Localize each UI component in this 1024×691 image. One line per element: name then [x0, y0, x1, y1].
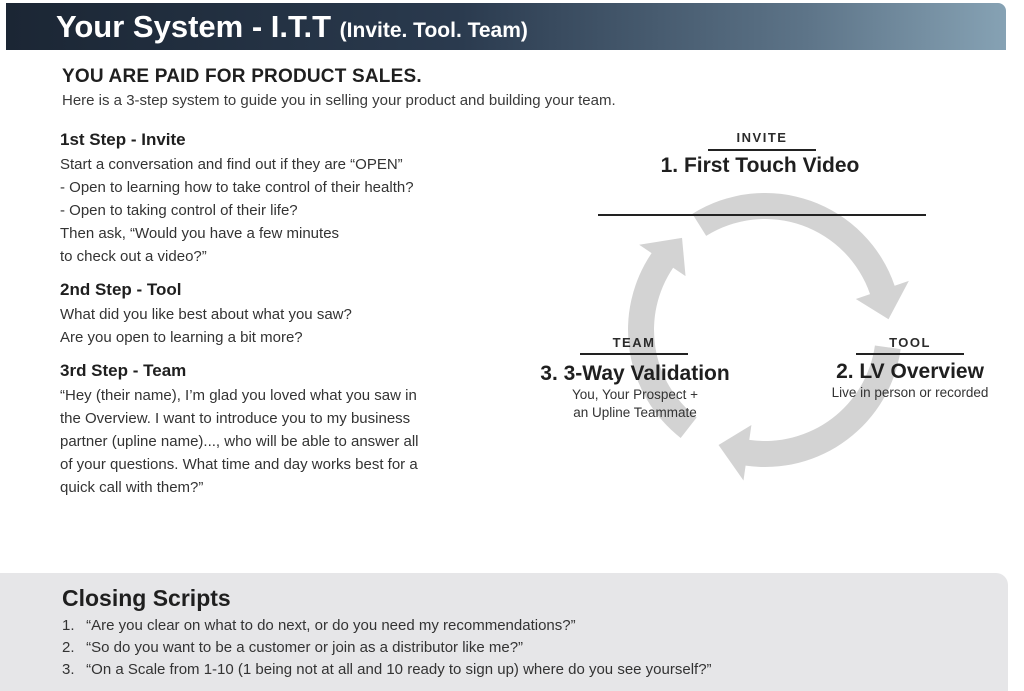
arrow-tool-to-team-icon: [718, 345, 901, 481]
team-tag: TEAM: [612, 335, 656, 350]
step-line: quick call with them?”: [60, 479, 204, 496]
intro-text: Here is a 3-step system to guide you in …: [62, 92, 616, 109]
step-title: 1st Step - Invite: [60, 130, 186, 149]
tool-note: Live in person or recorded: [831, 385, 989, 400]
invite-title: 1. First Touch Video: [660, 154, 860, 177]
tool-tag: TOOL: [889, 335, 931, 350]
closing-list: 1. “Are you clear on what to do next, or…: [62, 615, 712, 681]
step-title: 2nd Step - Tool: [60, 280, 182, 299]
step-line: partner (upline name)..., who will be ab…: [60, 433, 419, 450]
team-title: 3. 3-Way Validation: [540, 362, 730, 385]
team-tag-underline: [580, 353, 688, 355]
cycle-arrows-graphic: [628, 193, 909, 481]
step-line: What did you like best about what you sa…: [60, 306, 352, 323]
invite-underline: [598, 214, 926, 216]
closing-item: 2. “So do you want to be a customer or j…: [62, 637, 712, 659]
closing-item-text: “On a Scale from 1-10 (1 being not at al…: [86, 661, 712, 678]
header-banner: [6, 3, 1006, 50]
step-line: - Open to taking control of their life?: [60, 202, 298, 219]
step-line: to check out a video?”: [60, 248, 207, 265]
team-note-line: You, Your Prospect +: [572, 387, 698, 402]
step-line: - Open to learning how to take control o…: [60, 179, 414, 196]
step-line: the Overview. I want to introduce you to…: [60, 410, 411, 427]
step-tool: 2nd Step - Tool What did you like best a…: [60, 280, 490, 349]
step-title: 3rd Step - Team: [60, 361, 187, 380]
step-team: 3rd Step - Team “Hey (their name), I’m g…: [60, 361, 490, 499]
invite-tag: INVITE: [736, 130, 788, 145]
closing-item-number: 2.: [62, 639, 75, 656]
page-title-subtitle: (Invite. Tool. Team): [339, 19, 528, 42]
step-invite: 1st Step - Invite Start a conversation a…: [60, 130, 490, 268]
closing-scripts-panel: Closing Scripts 1. “Are you clear on wha…: [0, 573, 1008, 691]
intro-heading: YOU ARE PAID FOR PRODUCT SALES.: [62, 66, 422, 87]
step-line: of your questions. What time and day wor…: [60, 456, 418, 473]
page-title-main: Your System - I.T.T: [56, 9, 332, 44]
cycle-arrows: [628, 193, 909, 481]
page-title: Your System - I.T.T (Invite. Tool. Team): [56, 8, 528, 46]
arrow-team-to-invite-icon: [628, 237, 697, 438]
team-note: You, Your Prospect + an Upline Teammate: [530, 386, 740, 422]
closing-item-text: “Are you clear on what to do next, or do…: [86, 617, 576, 634]
tool-title: 2. LV Overview: [836, 360, 984, 383]
step-line: Then ask, “Would you have a few minutes: [60, 225, 340, 242]
step-line: “Hey (their name), I’m glad you loved wh…: [60, 387, 417, 404]
team-note-line: an Upline Teammate: [573, 405, 697, 420]
closing-item: 1. “Are you clear on what to do next, or…: [62, 615, 712, 637]
closing-item-number: 1.: [62, 617, 75, 634]
invite-tag-underline: [708, 149, 816, 151]
tool-tag-underline: [856, 353, 964, 355]
itt-cycle-diagram: INVITE 1. First Touch Video TOOL 2. LV O…: [520, 120, 1010, 500]
closing-item: 3. “On a Scale from 1-10 (1 being not at…: [62, 659, 712, 681]
step-line: Start a conversation and find out if the…: [60, 156, 403, 173]
arrow-invite-to-tool-icon: [692, 193, 909, 320]
closing-title: Closing Scripts: [62, 585, 231, 611]
closing-item-text: “So do you want to be a customer or join…: [86, 639, 524, 656]
step-line: Are you open to learning a bit more?: [60, 329, 303, 346]
closing-item-number: 3.: [62, 661, 75, 678]
